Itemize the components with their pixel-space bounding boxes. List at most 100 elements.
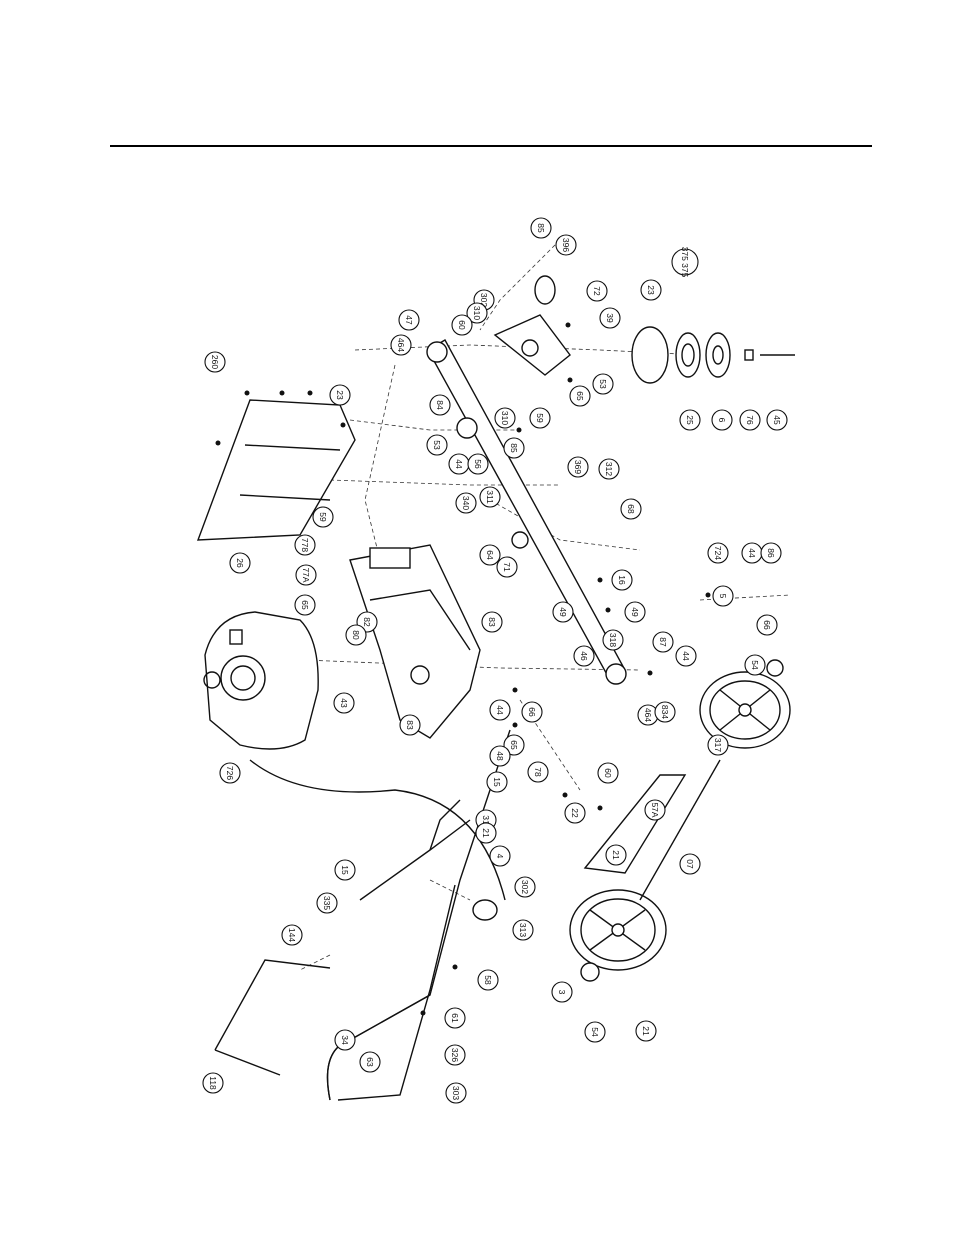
callout-label: 58 <box>483 975 493 985</box>
callout-label: 60 <box>603 768 613 778</box>
callout-label: 724 <box>713 546 723 560</box>
callout-label: 44 <box>747 548 757 558</box>
callout-c54: 54 <box>744 654 766 676</box>
callout-c15: 310 <box>494 407 516 429</box>
callout-circle <box>573 645 595 667</box>
callout-label: 65 <box>300 600 310 610</box>
callout-label: 144 <box>287 928 297 942</box>
callout-circle <box>679 409 701 431</box>
callout-c34: 64 <box>479 544 501 566</box>
callout-circle <box>333 692 355 714</box>
callout-c58: 66 <box>521 701 543 723</box>
callout-label: 23 <box>335 390 345 400</box>
callout-circle <box>644 799 666 821</box>
callout-label: 326 <box>450 1048 460 1062</box>
callout-label: 5 <box>718 594 728 599</box>
callout-circle <box>530 217 552 239</box>
callout-circle <box>569 385 591 407</box>
callout-circle <box>679 853 701 875</box>
callout-label: 318 <box>608 633 618 647</box>
callout-c44: 65 <box>294 594 316 616</box>
callout-c89: 303 <box>445 1082 467 1104</box>
callout-circle <box>455 492 477 514</box>
callout-label: 87 <box>658 637 668 647</box>
callout-circle <box>426 434 448 456</box>
callout-circle <box>503 734 525 756</box>
callout-label: 310 <box>500 411 510 425</box>
callout-c88: 118 <box>202 1072 224 1094</box>
callout-circle <box>611 569 633 591</box>
callout-circle <box>479 544 501 566</box>
callout-circle <box>390 334 412 356</box>
callout-label: 310 <box>472 306 482 320</box>
callout-c76: 302 <box>514 876 536 898</box>
callout-label: 82 <box>362 617 372 627</box>
callout-circle <box>592 373 614 395</box>
callout-circle <box>294 534 316 556</box>
callout-circle <box>295 564 317 586</box>
callout-label: 49 <box>558 607 568 617</box>
callout-label: 34 <box>340 1035 350 1045</box>
callout-c38: 724 <box>707 542 729 564</box>
callout-circle <box>219 762 241 784</box>
deck-shield <box>196 399 356 541</box>
callout-circle <box>312 506 334 528</box>
callout-label: 21 <box>641 1026 651 1036</box>
left-wheel <box>569 889 667 982</box>
callout-c41: 16 <box>611 569 633 591</box>
callout-c7: 60 <box>451 314 473 336</box>
callout-c65: 726 <box>219 762 241 784</box>
callout-label: 59 <box>318 512 328 522</box>
callout-c80: 58 <box>477 969 499 991</box>
callout-c16: 59 <box>529 407 551 429</box>
callout-circle <box>281 924 303 946</box>
callout-circle <box>624 601 646 623</box>
callout-circle <box>294 594 316 616</box>
cutter-head <box>534 275 795 384</box>
callout-circle <box>707 734 729 756</box>
callout-label: 340 <box>461 496 471 510</box>
callout-circle <box>466 302 488 324</box>
callout-label: 84 <box>435 400 445 410</box>
callout-circle <box>599 307 621 329</box>
callout-c73: 4 <box>489 845 511 867</box>
callout-label: 23 <box>646 285 656 295</box>
callout-c86: 326 <box>444 1044 466 1066</box>
callout-label: 43 <box>339 698 349 708</box>
callout-c60: 83 <box>399 714 421 736</box>
callout-label: 44 <box>681 651 691 661</box>
callout-circle <box>707 542 729 564</box>
callout-circle <box>345 624 367 646</box>
callout-label: 07 <box>685 859 695 869</box>
callout-label: 369 <box>573 460 583 474</box>
callout-c8: 47 <box>398 309 420 331</box>
callout-label: 302 <box>479 293 489 307</box>
axle <box>639 759 721 901</box>
callout-c33: 778 <box>294 534 316 556</box>
callout-label: 6 <box>717 418 727 423</box>
callout-label: 56 <box>473 459 483 469</box>
callout-c3: 375 375 <box>671 247 699 278</box>
callout-label: 48 <box>495 751 505 761</box>
callout-c31: 59 <box>312 506 334 528</box>
callout-c77: 335 <box>316 892 338 914</box>
callout-label: 39 <box>605 313 615 323</box>
callout-circle <box>584 1021 606 1043</box>
callout-label: 66 <box>527 707 537 717</box>
callout-c53: 46 <box>573 645 595 667</box>
callout-circle <box>444 1044 466 1066</box>
callout-circle <box>597 762 619 784</box>
callout-c43: 49 <box>552 601 574 623</box>
callout-label: 71 <box>502 562 512 572</box>
callout-circle <box>496 556 518 578</box>
callout-label: 46 <box>579 651 589 661</box>
callout-c22: 23 <box>329 384 351 406</box>
callout-circle <box>529 407 551 429</box>
callout-circle <box>204 351 226 373</box>
callout-circle <box>489 745 511 767</box>
callout-circle <box>756 614 778 636</box>
callout-c61: 317 <box>707 734 729 756</box>
axle-guard <box>583 774 687 874</box>
callout-c28: 312 <box>598 458 620 480</box>
callout-label: 53 <box>598 379 608 389</box>
